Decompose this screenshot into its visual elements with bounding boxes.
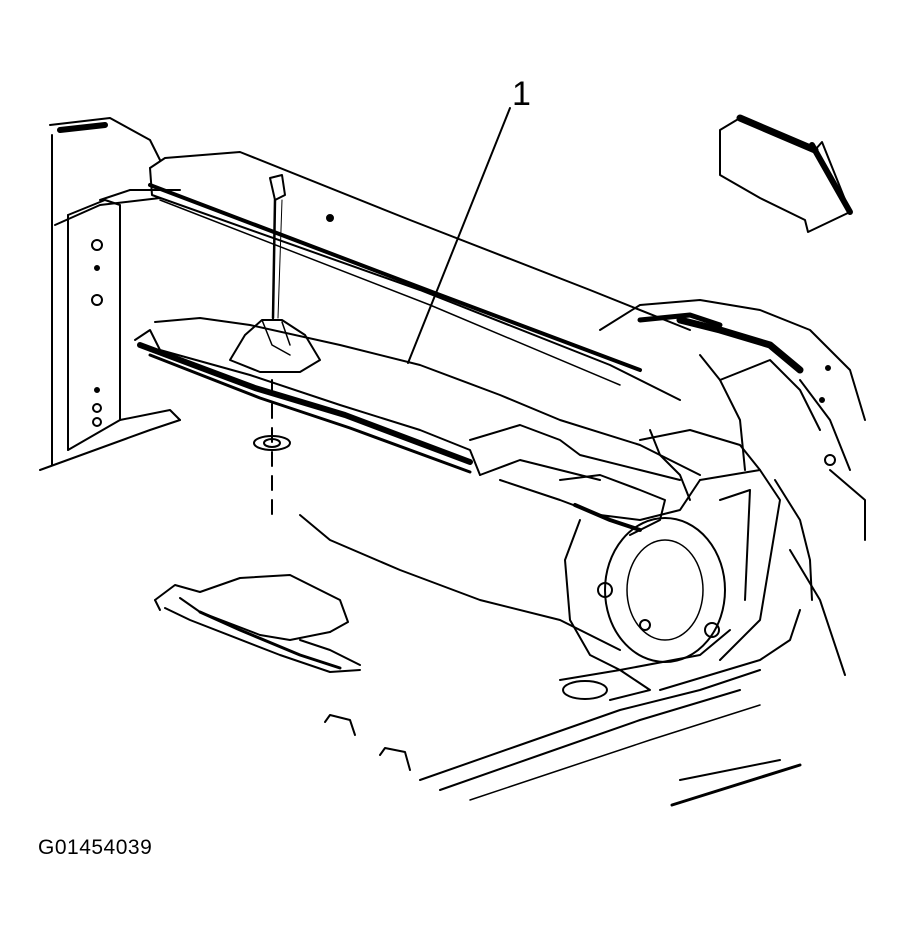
speaker-enclosure: [564, 469, 781, 671]
trunk-floor: [299, 514, 802, 807]
callout-label-1: 1: [512, 75, 531, 113]
fastener: [253, 174, 291, 521]
figure-id: G01454039: [38, 836, 153, 859]
callout-leader-line: [407, 107, 511, 364]
wheelhouse: [599, 299, 866, 676]
floor-tie-down: [154, 574, 361, 673]
rear-shelf-trim: [54, 151, 691, 401]
forward-arrow-icon: [719, 114, 853, 233]
floor-clips: [324, 714, 411, 771]
bracket-assembly: [134, 317, 701, 536]
left-trunk-wall: [39, 117, 181, 471]
